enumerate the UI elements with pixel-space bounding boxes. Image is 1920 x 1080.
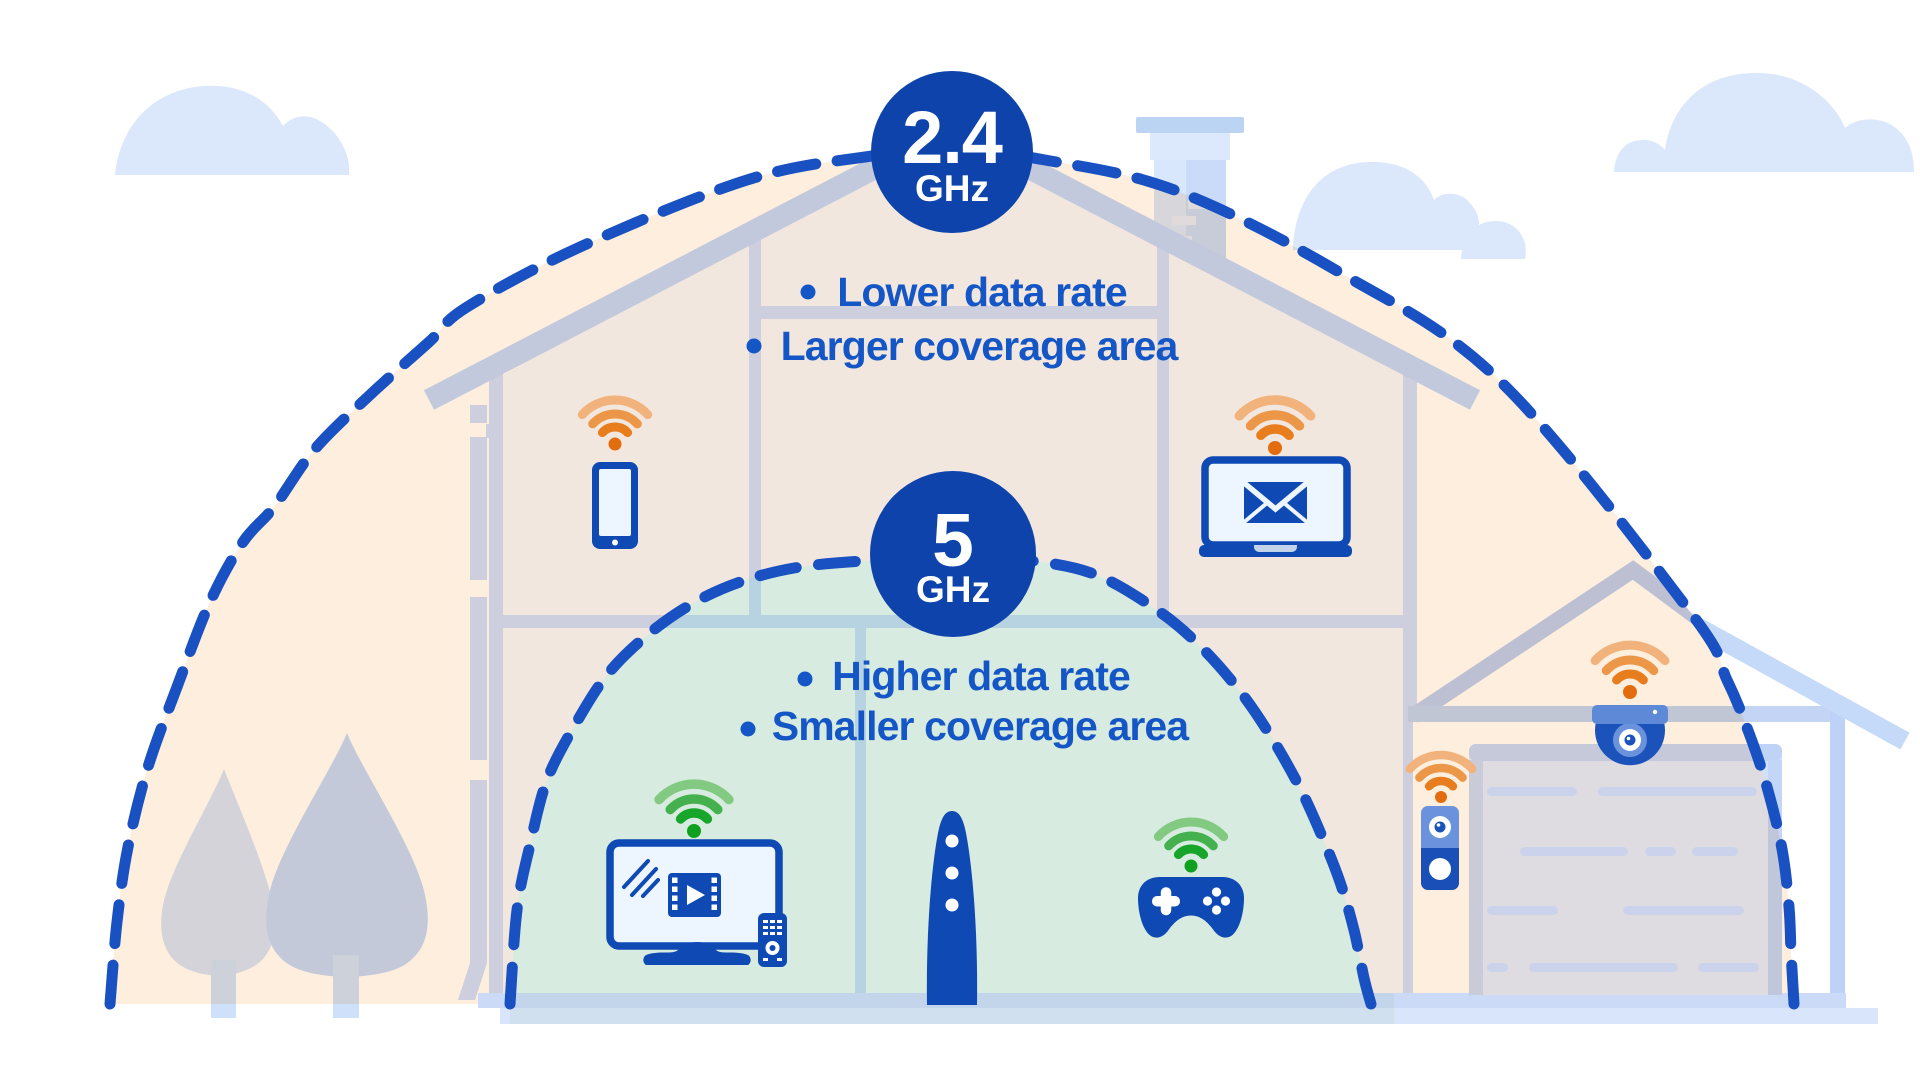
svg-text:Larger coverage area: Larger coverage area xyxy=(781,323,1180,369)
svg-text:5: 5 xyxy=(932,498,974,582)
svg-text:GHz: GHz xyxy=(916,569,990,610)
svg-text:GHz: GHz xyxy=(915,168,989,209)
svg-text:2.4: 2.4 xyxy=(902,96,1003,179)
svg-text:Higher data rate: Higher data rate xyxy=(832,653,1130,699)
svg-text:Lower data rate: Lower data rate xyxy=(837,269,1127,315)
svg-text:Smaller coverage area: Smaller coverage area xyxy=(772,703,1191,749)
